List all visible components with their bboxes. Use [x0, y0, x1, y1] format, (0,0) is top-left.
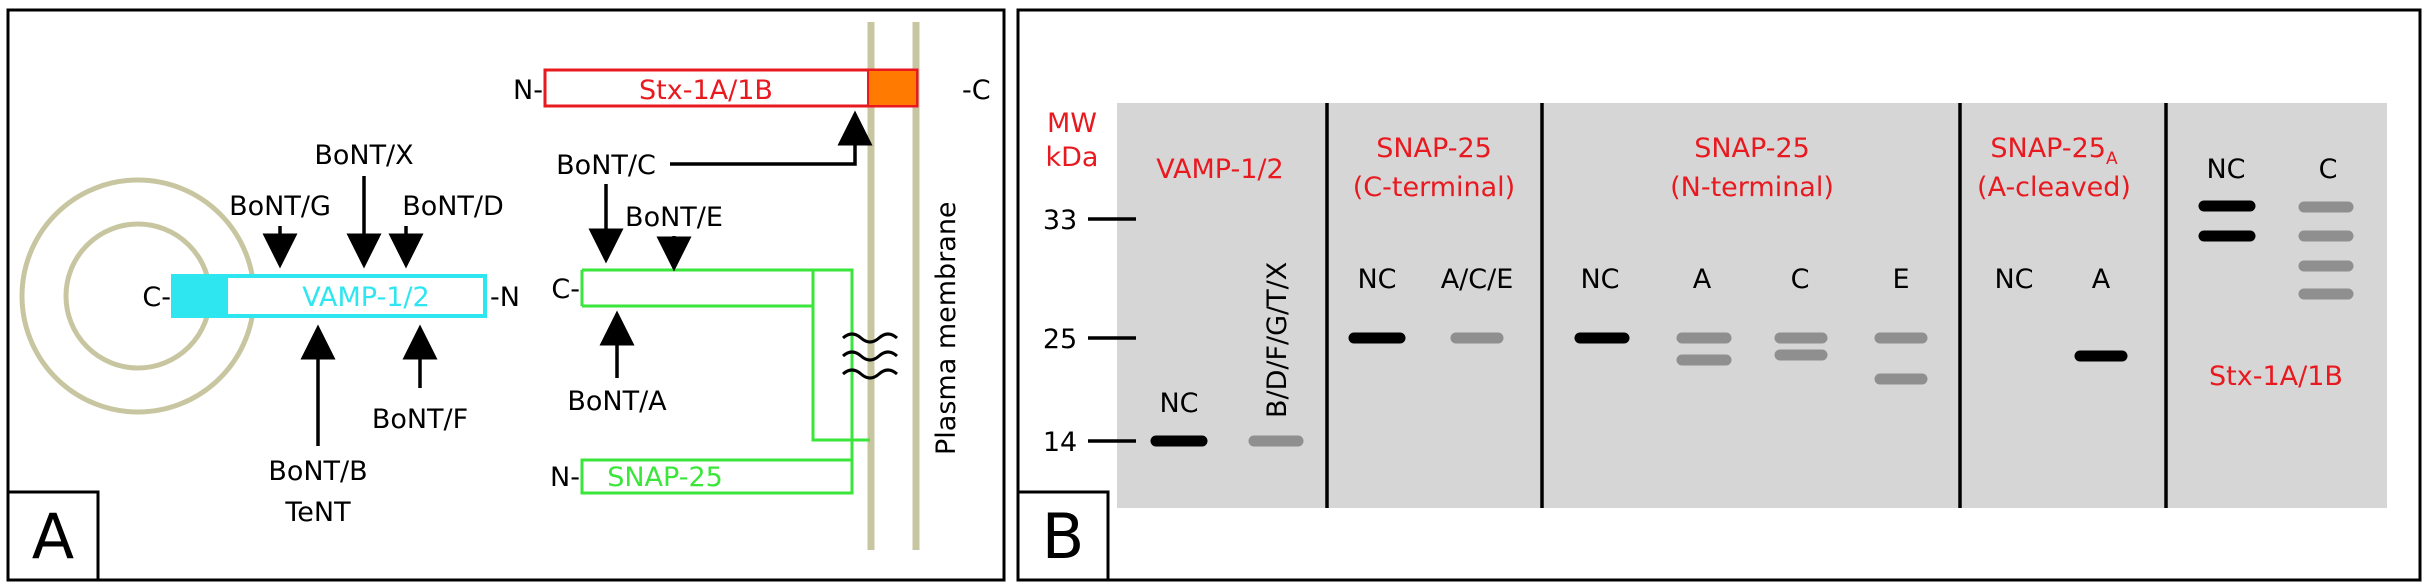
snap-label: SNAP-25 — [607, 462, 723, 493]
snap-outline — [582, 268, 870, 442]
panel-a-frame — [6, 8, 1006, 582]
marker-14: 14 — [1043, 427, 1077, 458]
panel-b-letter-box — [1016, 490, 1110, 582]
lane-label-snapn-e: E — [1892, 264, 1909, 295]
panel-a-letter-box — [6, 490, 100, 582]
toxin-bont-d: BoNT/D — [402, 191, 504, 222]
lane-label-stx-c: C — [2319, 154, 2338, 185]
vamp-n-term: -N — [490, 282, 520, 313]
kda-label: kDa — [1046, 142, 1099, 173]
toxin-tent: TeNT — [284, 497, 351, 528]
lane-label-vamp-cleaved: B/D/F/G/T/X — [1262, 262, 1293, 418]
marker-25: 25 — [1043, 324, 1077, 355]
palmitoyl-wave-icon — [842, 332, 898, 380]
lane-label-snapa-nc: NC — [1994, 264, 2033, 295]
section-title-snapc-1: SNAP-25 — [1376, 133, 1492, 164]
panel-a-letter: A — [32, 500, 74, 573]
section-title-stx: Stx-1A/1B — [2209, 361, 2343, 392]
panel-b-frame — [1016, 8, 2422, 582]
toxin-bont-x: BoNT/X — [314, 140, 413, 171]
snap-outline-lower — [580, 458, 854, 495]
toxin-bont-c: BoNT/C — [556, 150, 656, 181]
panel-b: B MW kDa 33 25 14 VAMP-1/2 NC B/D/F/G/T/… — [1016, 8, 2422, 582]
vamp-tmd — [173, 276, 228, 316]
toxin-bont-f: BoNT/F — [372, 404, 468, 435]
stx-c-term: -C — [962, 75, 991, 106]
panel-a: A Plasma membrane Stx-1A/1B N- -C VAMP-1… — [6, 8, 1006, 582]
lane-label-vamp-nc: NC — [1159, 388, 1198, 419]
toxin-bont-b: BoNT/B — [268, 456, 367, 487]
vamp-label: VAMP-1/2 — [302, 282, 429, 313]
membrane-label: Plasma membrane — [931, 201, 962, 455]
snap-loop — [813, 268, 854, 460]
section-title-snapa-sub: A — [2106, 149, 2118, 169]
section-title-snapa-1: SNAP-25A — [1990, 133, 2118, 169]
lane-label-snapa-a: A — [2092, 264, 2111, 295]
lane-label-snapn-c: C — [1791, 264, 1810, 295]
section-title-vamp: VAMP-1/2 — [1156, 154, 1283, 185]
marker-33: 33 — [1043, 205, 1077, 236]
snap-c-term: C- — [551, 274, 580, 305]
stx-label: Stx-1A/1B — [639, 75, 773, 106]
stx-n-term: N- — [513, 75, 543, 106]
section-title-snapa-2: (A-cleaved) — [1977, 172, 2131, 203]
vamp-c-term: C- — [142, 282, 171, 313]
lane-label-snapn-nc: NC — [1580, 264, 1619, 295]
arrow-bont-c-stx — [670, 110, 873, 166]
lane-label-snapn-a: A — [1693, 264, 1712, 295]
section-title-snapn-2: (N-terminal) — [1670, 172, 1834, 203]
snap-n-term: N- — [550, 462, 580, 493]
toxin-bont-e: BoNT/E — [625, 202, 723, 233]
mw-label: MW — [1047, 108, 1097, 139]
lane-label-snapc-nc: NC — [1357, 264, 1396, 295]
stx-tmd — [867, 69, 918, 107]
toxin-bont-a: BoNT/A — [567, 386, 667, 417]
section-title-snapn-1: SNAP-25 — [1694, 133, 1810, 164]
lane-label-snapc-ace: A/C/E — [1441, 264, 1514, 295]
panel-b-letter: B — [1042, 500, 1085, 573]
toxin-bont-g: BoNT/G — [229, 191, 331, 222]
section-title-snapc-2: (C-terminal) — [1353, 172, 1515, 203]
lane-label-stx-nc: NC — [2206, 154, 2245, 185]
